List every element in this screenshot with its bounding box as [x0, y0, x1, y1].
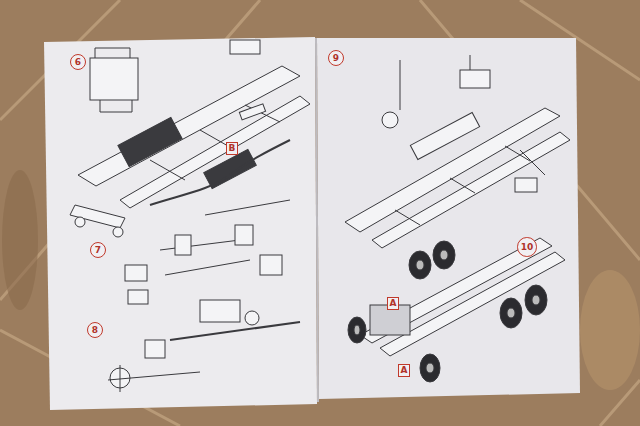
step-label: 6 [75, 58, 81, 67]
differential-part [235, 225, 253, 245]
wheel [348, 317, 366, 343]
bracket-part [515, 178, 537, 192]
hub [440, 250, 448, 260]
hub [416, 260, 424, 270]
radiator-grille [204, 149, 257, 188]
step-label: B [229, 144, 236, 153]
axle-shaft [170, 322, 300, 340]
gearbox-part [128, 290, 148, 304]
leader-line [400, 55, 545, 175]
axle-part [245, 311, 259, 325]
engine-block [370, 305, 410, 335]
hub [426, 363, 434, 373]
hub [113, 227, 123, 237]
part-plate [230, 40, 260, 54]
gearbox-part [125, 265, 147, 281]
part-letter-box: B [226, 142, 239, 155]
hub [354, 325, 360, 335]
wheel [433, 241, 455, 269]
frame-rail [380, 252, 565, 356]
chassis-drawing-step-6 [70, 40, 310, 237]
step-number: 6 [70, 54, 86, 70]
hub-part [382, 112, 398, 128]
frame-rail [360, 238, 552, 343]
chassis-drawing-step-9 [345, 55, 570, 248]
hub [75, 217, 85, 227]
leaf-spring [410, 113, 479, 160]
exhaust-pipe [239, 104, 265, 120]
page-fold [316, 38, 318, 402]
step-label: A [401, 366, 408, 375]
parts-steps-7-8 [108, 200, 300, 392]
engine-detail [95, 48, 132, 112]
front-axle [70, 205, 125, 228]
hub-part [145, 340, 165, 358]
cross-member [395, 146, 530, 225]
wheel [420, 354, 440, 382]
wheel [500, 298, 522, 328]
left-page [44, 37, 317, 410]
wheel [409, 251, 431, 279]
step-label: 7 [95, 246, 101, 255]
part-letter-box: A [398, 364, 411, 377]
step-number: 7 [90, 242, 106, 258]
differential-part [175, 235, 191, 255]
engine-block [90, 58, 138, 100]
step-label: 8 [92, 326, 98, 335]
step-number: 9 [328, 50, 344, 66]
axle-shaft [160, 200, 290, 275]
radiator-grille [118, 117, 182, 166]
drive-shaft [150, 140, 290, 205]
tile-pattern [580, 270, 640, 390]
hub [532, 295, 540, 305]
tile-pattern [2, 170, 38, 310]
wheel [525, 285, 547, 315]
frame-rail [372, 132, 570, 248]
differential-housing [200, 300, 240, 322]
hub [507, 308, 515, 318]
step-label: 9 [333, 54, 339, 63]
leader-line [108, 365, 200, 392]
axle-part [260, 255, 282, 275]
step-label: A [390, 299, 397, 308]
frame-rail [345, 108, 560, 232]
part-letter-box: A [387, 297, 400, 310]
right-page [317, 38, 580, 399]
bracket-part [460, 70, 490, 88]
chassis-drawing-step-10 [348, 238, 565, 382]
step-label: 10 [521, 243, 534, 252]
step-number: 10 [517, 237, 537, 257]
step-number: 8 [87, 322, 103, 338]
